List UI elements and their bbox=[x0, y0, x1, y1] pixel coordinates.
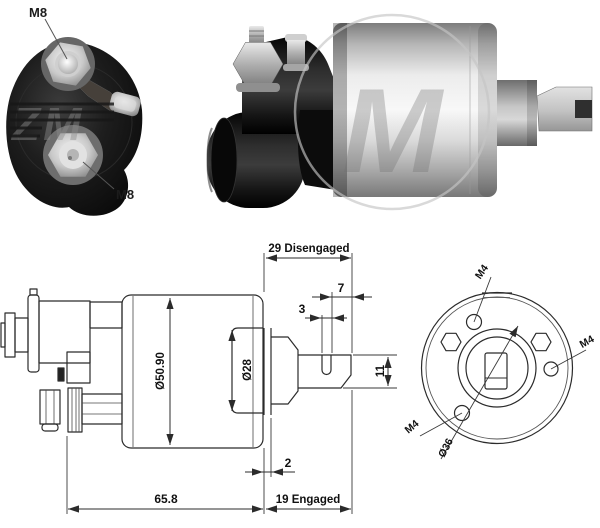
dim-groove-width-label: 3 bbox=[299, 302, 306, 316]
rear-terminal-bottom-leader bbox=[82, 161, 115, 190]
dim-plate-thickness-label: 2 bbox=[285, 456, 292, 470]
cylinder-right-shade bbox=[478, 23, 497, 197]
watermark-stripes bbox=[10, 102, 114, 138]
rear-terminal-top-label: M8 bbox=[29, 5, 47, 20]
rear-terminal-top-leader bbox=[44, 18, 68, 60]
key-slot bbox=[484, 352, 508, 390]
solenoid-body-drawing bbox=[121, 294, 264, 449]
front-boss bbox=[497, 80, 537, 146]
solenoid-cylinder bbox=[333, 23, 497, 197]
dimension-labels: 29 Disengaged 7 3 Ø50.90 Ø28 11 2 65.8 1… bbox=[154, 243, 387, 506]
end-view-leaders bbox=[419, 276, 587, 460]
housing-lower-shadow bbox=[297, 110, 336, 190]
terminal-stud-upper bbox=[41, 37, 95, 91]
watermark-m-text: M bbox=[342, 64, 445, 198]
side-view-photo: M bbox=[206, 13, 593, 211]
dim-boss-diameter-label: Ø28 bbox=[242, 359, 254, 381]
rear-terminal-bottom-label: M8 bbox=[116, 187, 134, 202]
screw-hole-top bbox=[465, 313, 483, 331]
dimension-lines bbox=[68, 254, 392, 513]
dim-disengaged-label: 29 Disengaged bbox=[268, 243, 349, 255]
photo-watermark: M bbox=[293, 13, 491, 211]
dim-groove-offset-label: 7 bbox=[338, 281, 345, 295]
rear-view-photo: ZM M8 M8 bbox=[6, 5, 143, 216]
dim-engaged-label: 19 Engaged bbox=[276, 494, 341, 506]
plunger-tab-notch bbox=[575, 100, 592, 118]
terminal-stud-lower bbox=[43, 125, 103, 185]
dim-body-length-label: 65.8 bbox=[154, 492, 178, 506]
screw-hole-right bbox=[543, 361, 559, 377]
brand-watermark: ZM bbox=[10, 98, 114, 150]
dim-rod-height-label: 11 bbox=[375, 364, 387, 377]
watermark-zm-text: ZM bbox=[10, 98, 84, 150]
rear-cap-highlight bbox=[206, 127, 213, 193]
hex-hole-left bbox=[440, 332, 462, 352]
connector-lug bbox=[109, 91, 141, 117]
screw-hole-bottom bbox=[453, 404, 471, 422]
cylinder-left-shade bbox=[333, 23, 347, 197]
rear-terminal-drawing bbox=[0, 288, 123, 433]
front-boss-shade bbox=[527, 80, 537, 146]
rear-cap-face bbox=[210, 117, 238, 203]
dim-body-diameter-label: Ø50.90 bbox=[155, 352, 167, 390]
terminal-bolt-main bbox=[232, 26, 284, 92]
terminal-bolt-secondary bbox=[283, 34, 309, 71]
extension-lines bbox=[66, 253, 397, 514]
fork-slot bbox=[321, 355, 332, 376]
hex-hole-right bbox=[530, 332, 552, 352]
